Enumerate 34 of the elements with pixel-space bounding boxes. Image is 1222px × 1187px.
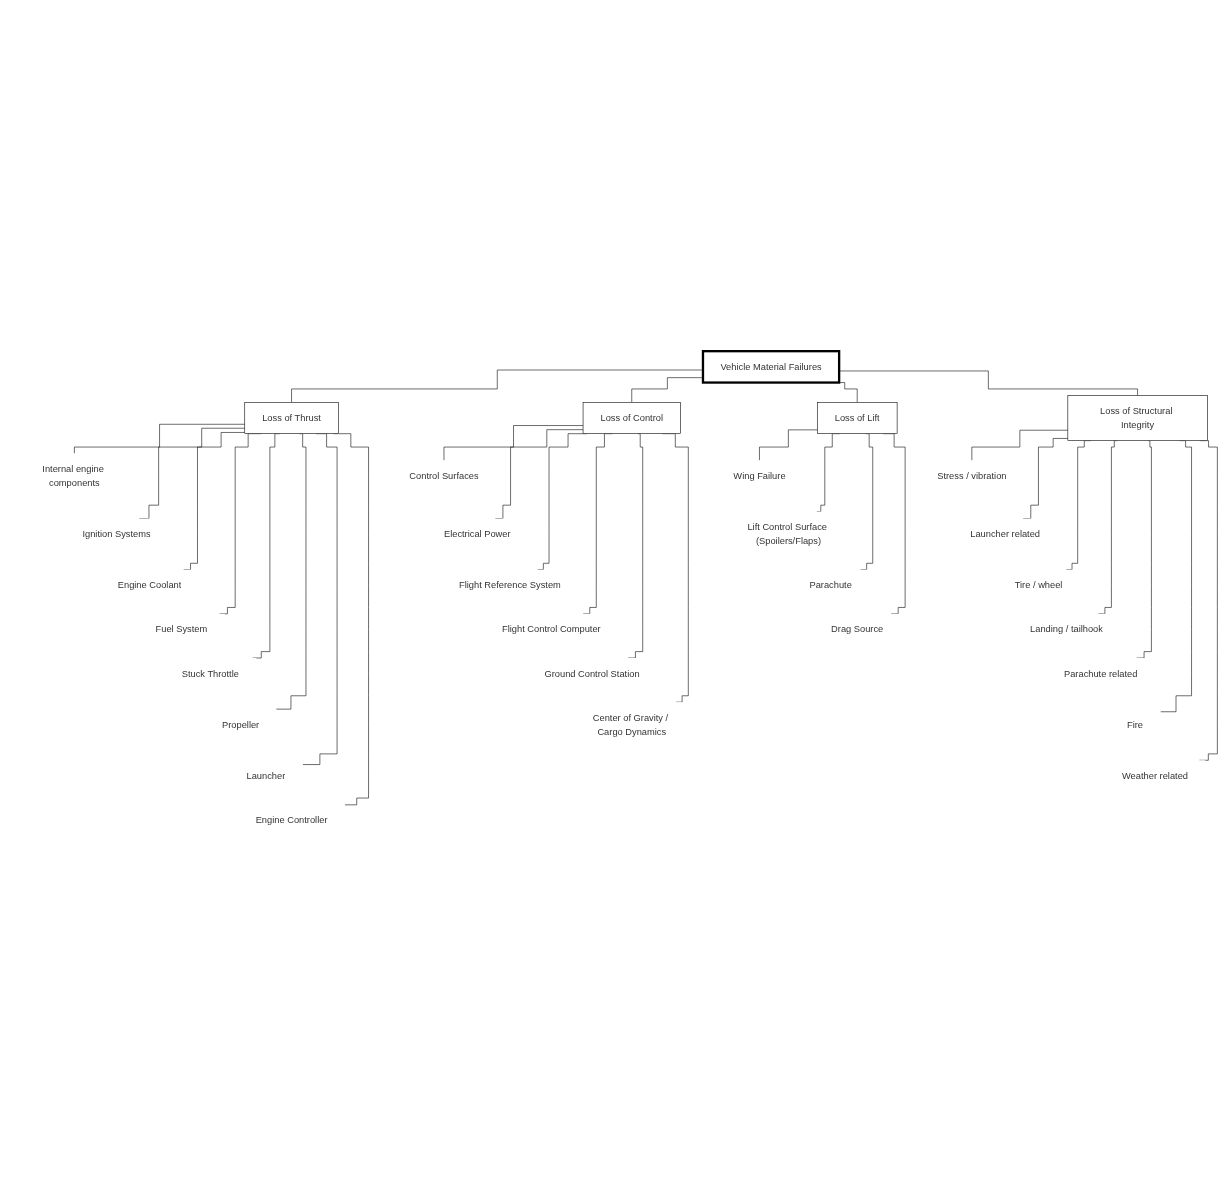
node-text: Parachute	[809, 580, 852, 591]
node-text: Engine Coolant	[117, 580, 182, 591]
node-text: Center of Gravity / Cargo Dynamics	[592, 712, 669, 737]
node-text: Control Surfaces	[409, 470, 479, 481]
connector	[443, 425, 584, 461]
node-text: Propeller	[222, 719, 260, 730]
node-text: Drag Source	[831, 624, 884, 635]
node-text: Ignition Systems	[82, 529, 151, 539]
node-text: Fire	[1127, 719, 1144, 730]
node-text: Engine Controller	[255, 814, 328, 825]
node-text: Parachute related	[1063, 668, 1138, 679]
node-text: Tire / wheel	[1014, 580, 1063, 591]
node-text: Flight Reference System	[459, 580, 561, 591]
node-text: Lift Control Surface (Spoilers/Flaps)	[747, 522, 827, 546]
connector	[1160, 440, 1192, 713]
node-text: Landing / tailhook	[1030, 624, 1103, 635]
node-text: Stuck Throttle	[181, 668, 239, 679]
node-text: Launcher related	[970, 529, 1041, 539]
node-text: Electrical Power	[443, 529, 511, 539]
node-text: Ground Control Station	[544, 668, 640, 679]
node-text: Launcher	[246, 770, 286, 781]
node-box: Loss of Control	[582, 402, 681, 434]
node-text: Stress / vibration	[937, 470, 1007, 481]
node-box: Loss of Lift	[817, 402, 898, 434]
node-text: Weather related	[1122, 770, 1188, 781]
node-text: Flight Control Computer	[502, 624, 601, 635]
connector	[74, 423, 246, 454]
node-text: Fuel System	[155, 624, 208, 635]
node-box: Vehicle Material Failures	[701, 350, 841, 384]
node-box: Loss of Structural Integrity	[1067, 395, 1208, 441]
node-box: Loss of Thrust	[244, 402, 339, 434]
node-text: Internal engine components	[42, 463, 104, 488]
node-text: Wing Failure	[733, 470, 786, 481]
connector	[1136, 440, 1152, 659]
